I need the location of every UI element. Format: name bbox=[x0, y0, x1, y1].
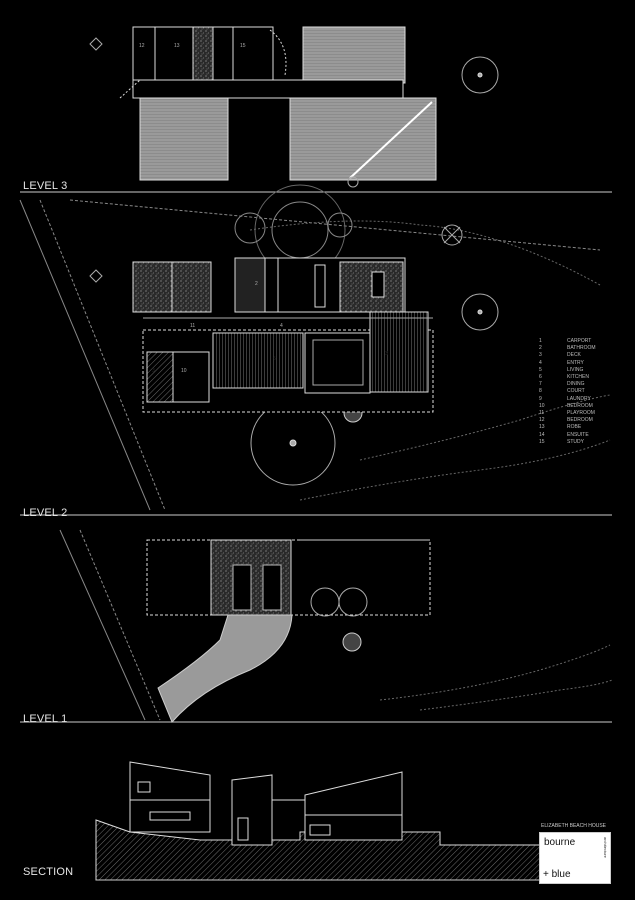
legend-number: 7 bbox=[539, 381, 542, 388]
room-number: 15 bbox=[240, 43, 246, 49]
legend-row: 8 COURT bbox=[539, 388, 596, 395]
legend-row: 4 ENTRY bbox=[539, 360, 596, 367]
legend-number: 11 bbox=[539, 410, 545, 417]
firm-name-line2: + blue bbox=[543, 869, 571, 880]
legend-room-name: BEDROOM bbox=[567, 417, 593, 424]
section-drawing bbox=[95, 761, 611, 881]
legend-row: 15 STUDY bbox=[539, 439, 596, 446]
level-1-label: LEVEL 1 bbox=[23, 713, 68, 725]
legend-number: 13 bbox=[539, 424, 545, 431]
legend-number: 1 bbox=[539, 338, 542, 344]
level-3-plan bbox=[20, 26, 612, 193]
room-number: 4 bbox=[280, 323, 283, 329]
legend-number: 9 bbox=[539, 395, 542, 402]
legend-room-name: DINING bbox=[567, 381, 585, 388]
legend-room-name: COURT bbox=[567, 388, 585, 395]
legend-room-name: ENSUITE bbox=[567, 431, 589, 438]
legend-row: 10 BEDROOM bbox=[539, 403, 596, 410]
level-1-plan bbox=[20, 529, 613, 723]
legend-row: 11 PLAYROOM bbox=[539, 410, 596, 417]
legend-room-name: DECK bbox=[567, 352, 581, 359]
legend-row: 6 KITCHEN bbox=[539, 374, 596, 381]
legend-number: 14 bbox=[539, 431, 545, 438]
room-number: 13 bbox=[174, 43, 180, 49]
legend-number: 10 bbox=[539, 402, 545, 409]
legend-room-name: BATHROOM bbox=[567, 345, 596, 352]
room-number: 10 bbox=[181, 368, 187, 374]
project-title: ELIZABETH BEACH HOUSE bbox=[541, 823, 607, 829]
room-number: 5 bbox=[273, 356, 276, 362]
legend-row: 13 ROBE bbox=[539, 424, 596, 431]
legend-number: 4 bbox=[539, 359, 542, 366]
room-number: 11 bbox=[190, 323, 195, 329]
legend-room-name: LAUNDRY bbox=[567, 395, 591, 402]
firm-discipline: architecture bbox=[603, 837, 608, 858]
room-number: 3 bbox=[152, 368, 155, 374]
room-number: 2 bbox=[255, 281, 258, 287]
legend-room-name: KITCHEN bbox=[567, 374, 589, 381]
legend-room-name: PLAYROOM bbox=[567, 410, 595, 417]
legend-room-name: BEDROOM bbox=[567, 402, 593, 409]
room-number: 12 bbox=[139, 43, 145, 49]
legend-number: 15 bbox=[539, 438, 545, 445]
level-2-plan bbox=[19, 184, 612, 516]
legend-row: 7 DINING bbox=[539, 381, 596, 388]
legend-row: 2 BATHROOM bbox=[539, 345, 596, 352]
legend-room-name: ROBE bbox=[567, 424, 582, 431]
legend-row: 5 LIVING bbox=[539, 367, 596, 374]
title-block: bourne + blue architecture bbox=[539, 832, 611, 884]
room-legend: 1 CARPORT 2 BATHROOM 3 DECK 4 ENTRY 5 LIVING 6 KITC… bbox=[539, 338, 596, 446]
level-3-label: LEVEL 3 bbox=[23, 180, 68, 192]
legend-room-name: CARPORT bbox=[567, 338, 592, 344]
legend-number: 8 bbox=[539, 388, 542, 395]
legend-row: 9 LAUNDRY bbox=[539, 396, 596, 403]
legend-number: 6 bbox=[539, 374, 542, 381]
room-number: 3 bbox=[385, 351, 388, 357]
legend-room-name: STUDY bbox=[567, 438, 584, 445]
legend-number: 12 bbox=[539, 417, 545, 424]
legend-row: 1 CARPORT bbox=[539, 338, 596, 345]
legend-number: 5 bbox=[539, 366, 542, 373]
legend-number: 3 bbox=[539, 352, 542, 359]
legend-room-name: LIVING bbox=[567, 366, 584, 373]
level-2-label: LEVEL 2 bbox=[23, 507, 68, 519]
firm-name-line1: bourne bbox=[544, 837, 576, 848]
section-label: SECTION bbox=[23, 866, 74, 878]
legend-row: 3 DECK bbox=[539, 352, 596, 359]
legend-row: 12 BEDROOM bbox=[539, 417, 596, 424]
legend-room-name: ENTRY bbox=[567, 359, 584, 366]
legend-number: 2 bbox=[539, 345, 542, 352]
legend-row: 14 ENSUITE bbox=[539, 432, 596, 439]
